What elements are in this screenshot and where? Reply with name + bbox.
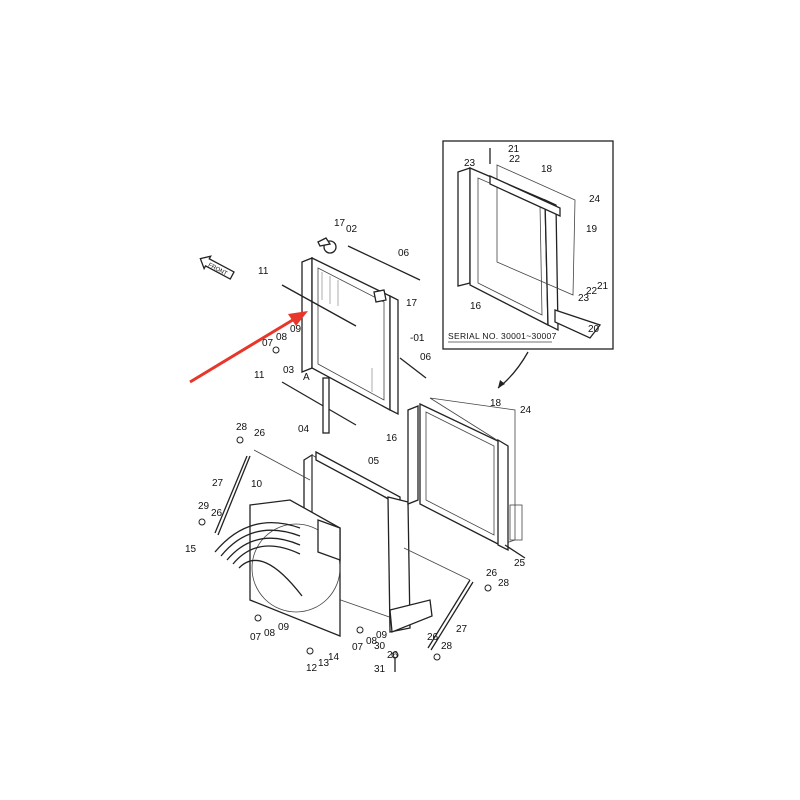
part-number-label: 18	[490, 398, 502, 409]
part-number-label: 11	[258, 266, 269, 277]
stay-27-left	[217, 455, 251, 536]
part-number-label: 28	[498, 578, 510, 589]
radiator-core	[301, 237, 399, 416]
part-number-label: 17	[334, 218, 346, 229]
part-number-label: 16	[386, 433, 398, 444]
part-number-label: 02	[346, 224, 358, 235]
part-number-label: 15	[185, 544, 197, 555]
part-number-label: 28	[441, 641, 453, 652]
part-number-label: 26	[254, 428, 266, 439]
stay-27-right	[427, 579, 471, 649]
part-number-label: 24	[520, 405, 532, 416]
part-number-label: 13	[318, 658, 330, 669]
rod-06-upper	[347, 245, 421, 281]
part-number-label: 27	[212, 478, 224, 489]
part-number-label: 26	[427, 632, 439, 643]
part-number-label: 28	[236, 422, 248, 433]
inset-part-number-label: 22	[586, 286, 598, 297]
part-number-label: 07	[262, 338, 274, 349]
inset-part-number-label: 18	[541, 164, 553, 175]
part-number-label: 09	[278, 622, 290, 633]
oil-cooler	[407, 397, 526, 559]
inset-part-number-label: 16	[470, 301, 482, 312]
serial-note: SERIAL NO. 30001~30007	[448, 331, 557, 341]
front-direction-arrow: FRONT	[199, 255, 235, 280]
inset-part-number-label: 21	[508, 144, 520, 155]
part-number-label: 09	[376, 630, 388, 641]
part-number-label: 03	[283, 365, 295, 376]
part-number-label: 26	[486, 568, 498, 579]
inset-part-number-label: 19	[586, 224, 598, 235]
part-number-label: 08	[366, 636, 378, 647]
rod-11-lower	[281, 381, 357, 426]
highlight-arrow-head	[288, 311, 308, 326]
part-number-label: 11	[254, 370, 265, 381]
part-number-label: 25	[514, 558, 526, 569]
inset-part-number-label: 22	[509, 154, 521, 165]
inset-part-number-label: 20	[588, 324, 600, 335]
part-number-label: A	[303, 372, 310, 383]
part-number-label: 29	[198, 501, 210, 512]
part-number-label: 08	[276, 332, 288, 343]
part-number-label: 30	[374, 641, 386, 652]
rod-11-upper	[281, 284, 357, 327]
inset-part-number-label: 21	[597, 281, 609, 292]
part-number-label: 12	[306, 663, 318, 674]
rod-06-lower	[399, 357, 427, 379]
part-number-label: 09	[290, 324, 302, 335]
part-number-label: 06	[398, 248, 410, 259]
part-number-label: 26	[211, 508, 223, 519]
part-number-label: 27	[456, 624, 468, 635]
part-number-label: -01	[410, 333, 425, 344]
inset-frame	[442, 140, 614, 350]
inset-part-number-label: 23	[464, 158, 476, 169]
part-number-label: 14	[328, 652, 340, 663]
part-number-label: 31	[374, 664, 386, 675]
pipe-04	[322, 377, 330, 434]
part-number-label: 04	[298, 424, 310, 435]
inset-part-number-label: 24	[589, 194, 601, 205]
inset-part-number-label: 23	[578, 293, 590, 304]
inset-core	[457, 148, 602, 339]
part-number-label: 10	[251, 479, 263, 490]
part-number-label: 26	[387, 650, 399, 661]
part-number-label: 07	[250, 632, 262, 643]
fan-guard	[214, 521, 303, 597]
part-number-label: 06	[420, 352, 432, 363]
part-number-label: 08	[264, 628, 276, 639]
highlight-arrow	[189, 316, 297, 384]
part-number-label: 17	[406, 298, 418, 309]
part-number-label: 05	[368, 456, 380, 467]
part-number-label: 07	[352, 642, 364, 653]
arrow-head	[498, 380, 505, 388]
bolts	[198, 346, 492, 661]
fan-shroud	[249, 499, 341, 637]
